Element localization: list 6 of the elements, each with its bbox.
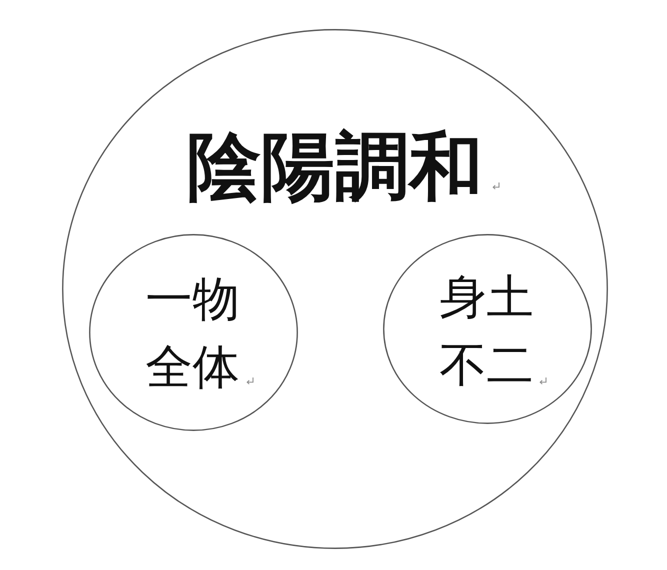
outer-circle [62, 29, 608, 549]
circle-label: 身土不二 [440, 269, 534, 395]
inner-circle [89, 234, 298, 431]
inner-circle [383, 234, 592, 424]
circle-heading: 陰陽調和 [187, 130, 483, 204]
circle-label: 一物全体 [146, 271, 240, 397]
